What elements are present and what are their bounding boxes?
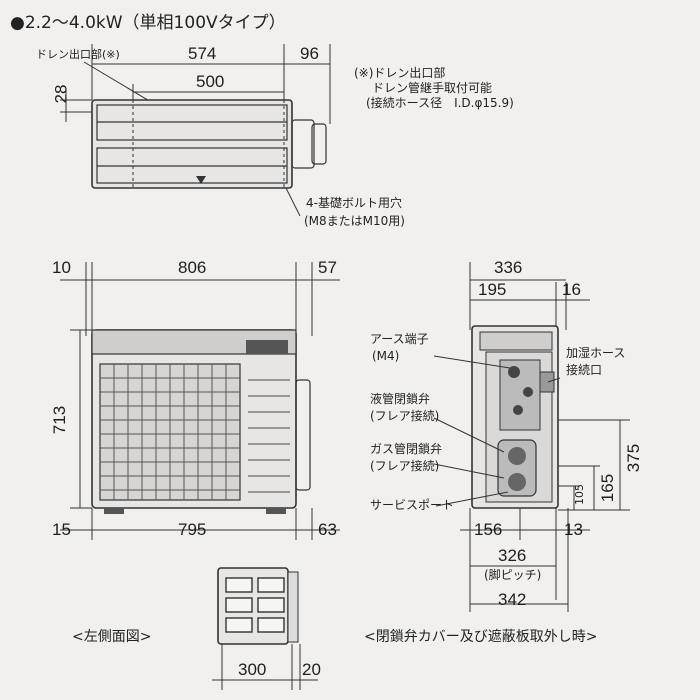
leg-pitch-label: (脚ピッチ)	[484, 568, 542, 582]
service-port-label: サービスポート	[370, 498, 455, 512]
liquid-valve-line2: (フレア接続)	[370, 409, 440, 423]
dim-375: 375	[624, 443, 644, 473]
humid-hose-line1: 加湿ホース	[566, 346, 626, 360]
humid-hose-line2: 接続口	[566, 363, 603, 377]
gas-valve-line1: ガス管閉鎖弁	[370, 442, 443, 456]
dim-165: 165	[598, 473, 618, 503]
dim-63: 63	[318, 520, 337, 539]
earth-terminal-line1: アース端子	[370, 332, 429, 346]
dim-10: 10	[52, 258, 71, 277]
dim-57: 57	[318, 258, 337, 277]
dim-326: 326	[498, 546, 527, 565]
top-view-drawing	[60, 44, 331, 217]
dim-96: 96	[300, 44, 319, 63]
drain-outlet-label: ドレン出口部(※)	[36, 48, 120, 61]
side-view-drawing	[433, 262, 630, 612]
side-view-caption: <閉鎖弁カバー及び遮蔽板取外し時>	[364, 629, 598, 645]
drain-note-line2: ドレン管継手取付可能	[372, 81, 493, 95]
left-view-caption: <左側面図>	[72, 629, 152, 645]
drain-note-line3: (接続ホース径 I.D.φ15.9)	[366, 96, 514, 110]
dim-713: 713	[50, 405, 70, 435]
dim-105: 105	[573, 484, 586, 505]
dim-795: 795	[178, 520, 207, 539]
gas-valve-line2: (フレア接続)	[370, 459, 440, 473]
earth-terminal-line2: (M4)	[372, 349, 400, 363]
left-view-drawing	[212, 567, 318, 690]
dim-336: 336	[494, 258, 523, 277]
dim-500: 500	[196, 72, 225, 91]
dim-195: 195	[478, 280, 507, 299]
dim-156: 156	[474, 520, 503, 539]
dim-15: 15	[52, 520, 71, 539]
bolt-hole-line2: (M8またはM10用)	[304, 214, 405, 228]
liquid-valve-line1: 液管閉鎖弁	[370, 392, 431, 406]
dim-806: 806	[178, 258, 207, 277]
dim-300: 300	[238, 660, 267, 679]
front-view-drawing	[60, 262, 340, 540]
dim-342: 342	[498, 590, 527, 609]
page-title: ●2.2～4.0kW（単相100Vタイプ）	[10, 13, 286, 33]
bolt-hole-line1: 4-基礎ボルト用穴	[306, 196, 402, 210]
dim-20: 20	[302, 660, 321, 679]
dim-16: 16	[562, 280, 581, 299]
dim-28: 28	[51, 84, 71, 104]
dim-13: 13	[564, 520, 583, 539]
dim-574: 574	[188, 44, 217, 63]
drain-note-line1: (※)ドレン出口部	[354, 66, 446, 80]
